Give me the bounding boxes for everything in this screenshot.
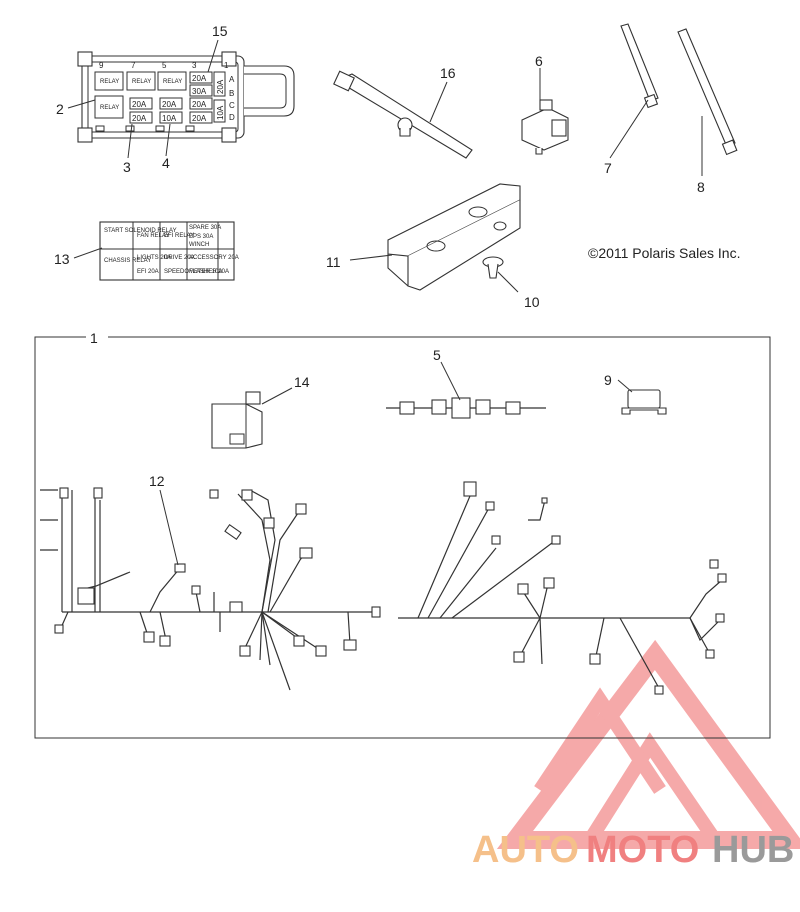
connector-part	[521, 99, 569, 155]
decal-cell: ACCESSORY 20A	[189, 255, 239, 261]
fuse-rating: 10A	[162, 114, 177, 123]
relay-label: RELAY	[163, 79, 182, 85]
fuse-rating: 30A	[192, 87, 207, 96]
fuse-rating: 10A	[216, 105, 225, 120]
side-letter: D	[229, 113, 235, 122]
relay-label: RELAY	[100, 79, 119, 85]
callout-14: 14	[294, 374, 310, 390]
side-letter: C	[229, 101, 235, 110]
callout-13: 13	[54, 251, 70, 267]
callout-11: 11	[326, 254, 341, 270]
watermark-part-3: HUB	[712, 829, 794, 871]
callout-1: 1	[90, 330, 98, 346]
callout-3: 3	[123, 159, 131, 175]
decal-cell: START SOLENOID RELAY	[104, 228, 177, 234]
slot-number: 7	[131, 61, 136, 70]
side-letter: B	[229, 89, 234, 98]
slot-number: 3	[192, 61, 197, 70]
callout-9: 9	[604, 372, 612, 388]
fuse-rating: 20A	[216, 79, 225, 94]
fuse-rating: 20A	[192, 114, 207, 123]
leader-lines	[67, 39, 703, 566]
decal-cell: SPEEDOMETER 10A	[164, 269, 222, 275]
callout-4: 4	[162, 155, 170, 171]
relay-label: RELAY	[100, 105, 119, 111]
fuse-rating: 20A	[132, 100, 147, 109]
fuse-rating: 20A	[162, 100, 177, 109]
watermark-text: AUTO MOTO HUB	[472, 829, 794, 871]
callout-15: 15	[212, 23, 228, 39]
fuse-rating: 20A	[132, 114, 147, 123]
slot-number: 9	[99, 61, 104, 70]
connector-housing	[211, 391, 263, 449]
callout-5: 5	[433, 347, 441, 363]
push-rivet	[482, 256, 504, 279]
decal-cell: EPS 30A	[189, 234, 213, 240]
cable-tie-long	[677, 28, 738, 156]
decal-cell: FAN RELAY	[137, 233, 170, 239]
callout-16: 16	[440, 65, 456, 81]
watermark-part-2: MOTO	[586, 829, 699, 871]
callout-2: 2	[56, 101, 64, 117]
cable-tie-mount	[333, 70, 473, 159]
callout-8: 8	[697, 179, 705, 195]
decal-cell: SPARE 30A	[189, 225, 221, 231]
decal-cell: DRIVE 20A	[164, 255, 195, 261]
relay-label: RELAY	[132, 79, 151, 85]
inline-fuse-holder	[386, 397, 546, 419]
callout-6: 6	[535, 53, 543, 69]
wire-harness-right	[398, 481, 727, 695]
cable-tie-short	[620, 23, 659, 109]
fuse-rating: 20A	[192, 100, 207, 109]
callout-10: 10	[524, 294, 540, 310]
side-letter: A	[229, 75, 235, 84]
callout-12: 12	[149, 473, 165, 489]
callout-7: 7	[604, 160, 612, 176]
slot-number: 1	[224, 61, 229, 70]
harness-kit-frame	[34, 336, 771, 739]
decal-cell: LIGHTS 20A	[137, 255, 171, 261]
callout-labels: 1 2 3 4 5 6 7 8 9 10 11 12 13 14 15 16	[54, 23, 705, 489]
bracket	[387, 183, 521, 291]
copyright-text: ©2011 Polaris Sales Inc.	[588, 245, 740, 261]
fuse-decal: START SOLENOID RELAY FAN RELAY EFI RELAY…	[99, 221, 239, 281]
fuse-rating: 20A	[192, 74, 207, 83]
decal-cell: WINCH	[189, 242, 209, 248]
watermark-logo	[496, 639, 800, 849]
decal-cell: CHASSIS RELAY	[104, 258, 151, 264]
circuit-breaker	[621, 389, 667, 415]
slot-number: 5	[162, 61, 167, 70]
fuse-box: 9 7 5 3 1 RELAY RELAY RELAY RELAY 20A 30…	[77, 51, 295, 143]
watermark-part-1: AUTO	[472, 829, 579, 871]
decal-cell: EFI 20A	[137, 269, 159, 275]
decal-cell: FLASHER 20A	[189, 269, 229, 275]
wire-harness-left	[40, 487, 381, 691]
decal-cell: EFI RELAY	[164, 233, 194, 239]
